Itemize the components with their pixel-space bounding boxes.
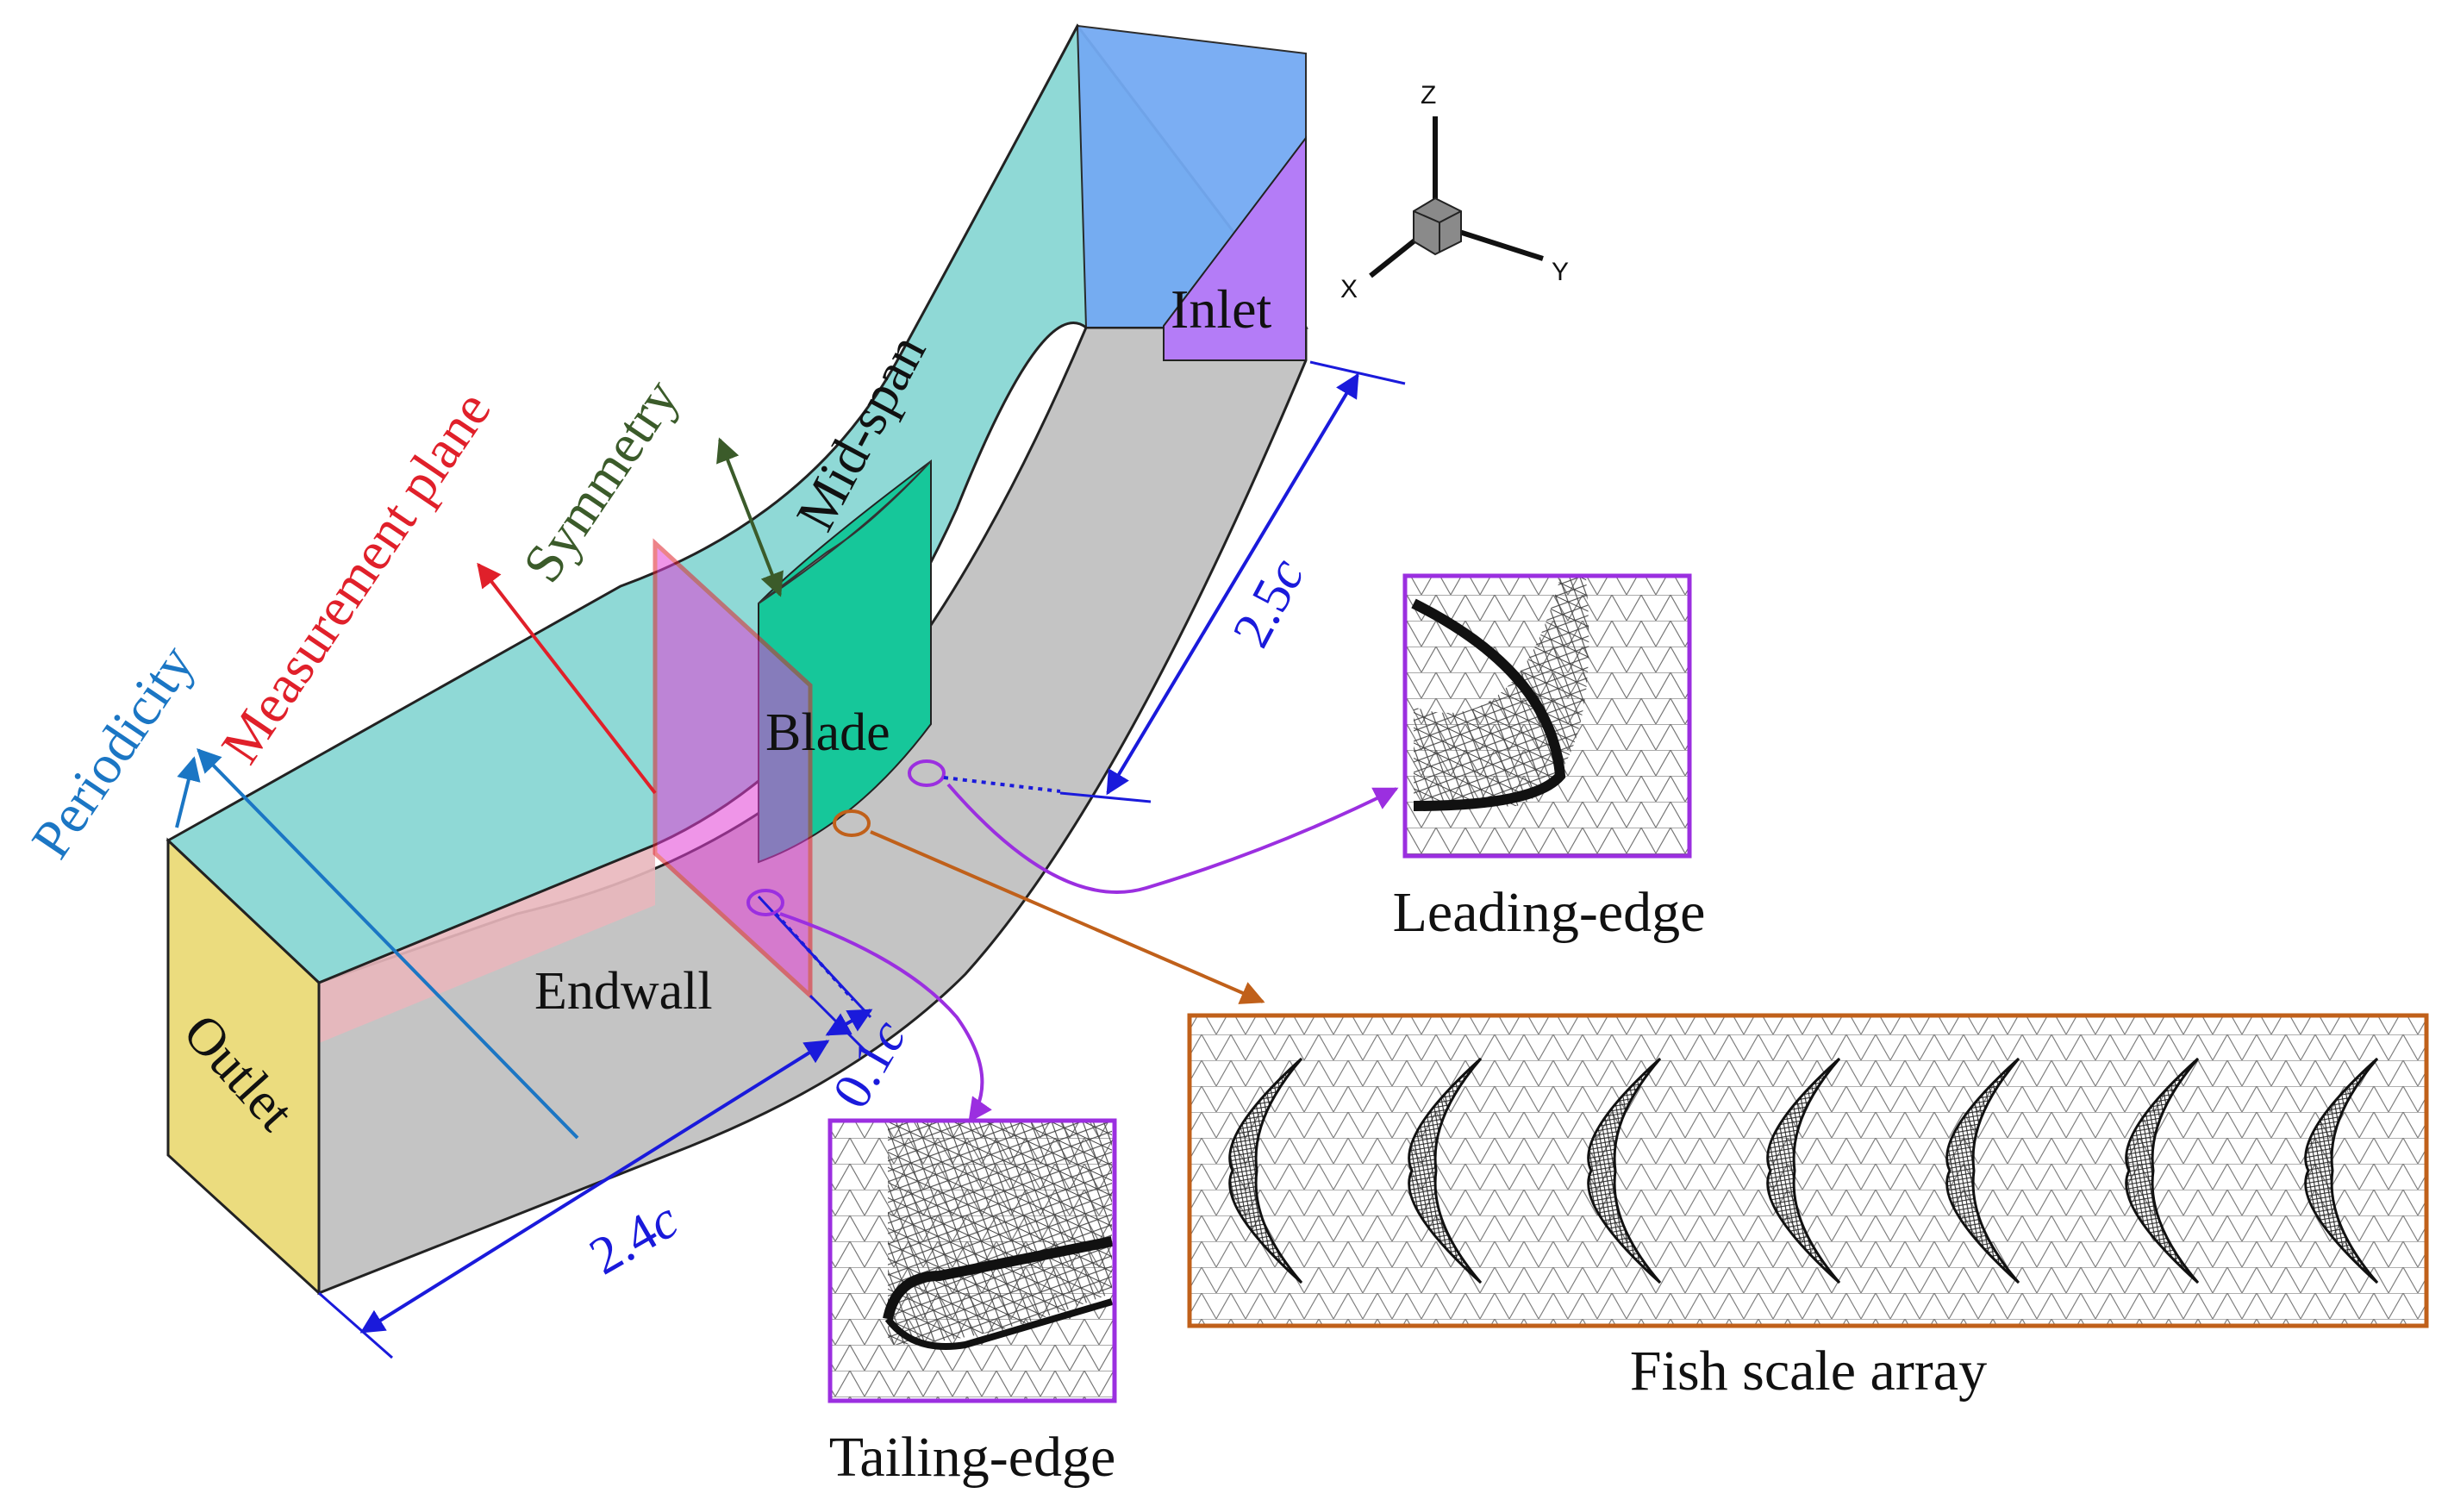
axis-z-label: Z: [1421, 81, 1436, 109]
endwall-label: Endwall: [534, 962, 713, 1021]
axis-x-label: X: [1340, 275, 1358, 303]
dimension-2-4c-arrow: [359, 1040, 830, 1334]
blade-label: Blade: [765, 703, 890, 762]
tailing-edge-marker: [746, 889, 784, 916]
fish-scale-array-inset: [1187, 1013, 2429, 1328]
pink-band: [319, 845, 655, 1043]
dimension-2-5c-label: 2.5c: [1221, 549, 1315, 657]
fish-scale-array-label: Fish scale array: [1630, 1340, 1987, 1403]
inlet-label: Inlet: [1171, 278, 1272, 340]
fish-scale-4: [1766, 1057, 1841, 1284]
fish-scale-5: [1945, 1057, 2020, 1284]
domain-geometry: [165, 23, 1309, 1296]
tailing-edge-label: Tailing-edge: [829, 1426, 1116, 1489]
dimension-2-4c-label: 2.4c: [580, 1190, 688, 1286]
dimension-0-1c-arrow: [825, 1009, 873, 1036]
fish-scale-7: [2304, 1057, 2379, 1284]
fish-scale-6: [2125, 1057, 2200, 1284]
symmetry-arrow: [716, 437, 784, 597]
axis-y-label: Y: [1552, 258, 1569, 286]
dimension-2-5c-arrow: [1106, 372, 1359, 796]
axis-triad: [1369, 116, 1544, 278]
fish-scale-1: [1228, 1057, 1303, 1284]
fish-scale-connector: [870, 830, 1265, 1004]
leading-edge-label: Leading-edge: [1393, 881, 1706, 944]
fish-scale-marker: [833, 809, 871, 837]
measurement-arrow: [477, 562, 657, 795]
blade-tip: [758, 460, 932, 604]
leading-edge-marker: [908, 759, 946, 787]
periodicity-label: Periodicity: [20, 634, 206, 869]
dimension-inlet: [1059, 360, 1406, 803]
fish-scale-2: [1408, 1057, 1483, 1284]
periodicity-short-arrow: [175, 756, 201, 828]
leading-edge-dotted: [943, 776, 1061, 793]
fish-scale-3: [1587, 1057, 1662, 1284]
fish-scale-group: [1228, 1057, 2379, 1284]
tailing-edge-dotted: [774, 912, 855, 1002]
leading-edge-connector: [946, 783, 1399, 894]
tailing-edge-inset: [827, 1118, 1117, 1403]
inlet-face: [1163, 135, 1307, 361]
tailing-edge-connector: [779, 912, 992, 1123]
leading-edge-inset: [1402, 573, 1692, 859]
